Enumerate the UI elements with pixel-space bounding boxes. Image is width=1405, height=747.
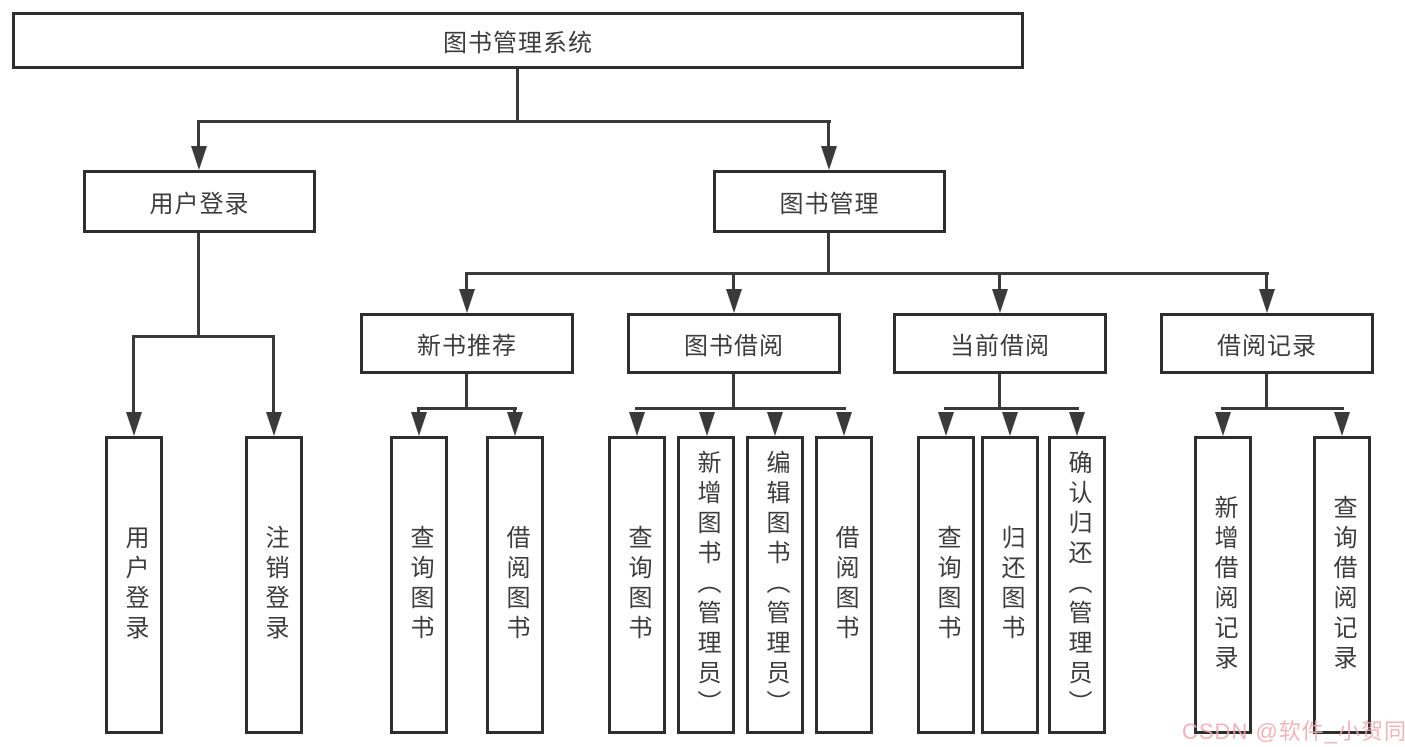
arrowhead-g1-leaf-2 [507, 412, 523, 436]
arrowhead-g2-leaf-4 [836, 412, 852, 436]
arrowhead-g4-leaf-1 [1215, 412, 1231, 436]
node-label: 注销登录 [261, 525, 288, 645]
arrowhead-g3-leaf-3 [1069, 412, 1085, 436]
connector-g2-stem [732, 374, 735, 409]
leaf-borrow-books-1: 借阅图书 [486, 436, 544, 734]
node-label: 当前借阅 [950, 333, 1050, 360]
connector-management-split [465, 272, 1269, 275]
connector-management-stem [827, 233, 830, 274]
leaf-logout: 注销登录 [245, 436, 303, 734]
node-label: 新增借阅记录 [1210, 495, 1237, 675]
connector-g1-leaf-1 [417, 407, 420, 414]
arrowhead-g2-leaf-1 [629, 412, 645, 436]
connector-g1-stem [465, 374, 468, 409]
arrowhead-borrow-records [1259, 289, 1275, 313]
arrowhead-to-management [821, 146, 837, 170]
leaf-query-books-2: 查询图书 [608, 436, 666, 734]
connector-root-stem [516, 68, 519, 123]
node-new-book-recommend: 新书推荐 [360, 313, 574, 374]
arrowhead-g4-leaf-2 [1334, 412, 1350, 436]
connector-login-split [132, 335, 275, 338]
node-label: 用户登录 [149, 191, 250, 218]
node-book-borrowing: 图书借阅 [627, 313, 841, 374]
leaf-borrow-books-2: 借阅图书 [815, 436, 873, 734]
arrowhead-g1-leaf-1 [411, 412, 427, 436]
node-label: 图书借阅 [684, 333, 784, 360]
node-label: 编辑图书（管理员） [762, 450, 789, 720]
connector-g1-split [417, 407, 517, 410]
node-label: 新书推荐 [417, 333, 517, 360]
connector-g4-stem [1265, 374, 1268, 409]
node-label: 查询图书 [624, 525, 651, 645]
node-user-login: 用户登录 [83, 170, 316, 233]
node-label: 借阅图书 [502, 525, 529, 645]
leaf-confirm-return-admin: 确认归还（管理员） [1048, 436, 1106, 734]
arrowhead-g3-leaf-1 [938, 412, 954, 436]
connector-to-current-borrow [998, 272, 1001, 289]
node-label: 图书管理系统 [443, 30, 593, 57]
arrowhead-g2-leaf-2 [699, 412, 715, 436]
node-label: 用户登录 [121, 525, 148, 645]
leaf-query-books-3: 查询图书 [917, 436, 975, 734]
node-label: 借阅图书 [831, 525, 858, 645]
connector-g2-split [635, 407, 846, 410]
arrowhead-g2-leaf-3 [767, 412, 783, 436]
connector-g4-split [1221, 407, 1344, 410]
connector-to-login [197, 120, 200, 148]
connector-g3-split [944, 407, 1079, 410]
node-borrowing-records: 借阅记录 [1160, 313, 1374, 374]
leaf-query-books-1: 查询图书 [390, 436, 448, 734]
connector-to-borrow-records [1265, 272, 1268, 289]
connector-login-stem [197, 233, 200, 337]
leaf-edit-books-admin: 编辑图书（管理员） [746, 436, 804, 734]
leaf-user-login: 用户登录 [105, 436, 163, 734]
leaf-add-borrow-record: 新增借阅记录 [1194, 436, 1252, 734]
node-label: 查询图书 [406, 525, 433, 645]
arrowhead-to-login [191, 146, 207, 170]
connector-g3-stem [998, 374, 1001, 409]
leaf-query-borrow-record: 查询借阅记录 [1313, 436, 1371, 734]
node-label: 新增图书（管理员） [693, 450, 720, 720]
arrowhead-new-books [459, 289, 475, 313]
connector-to-new-books [465, 272, 468, 289]
arrowhead-g3-leaf-2 [1002, 412, 1018, 436]
connector-to-management [827, 120, 830, 148]
leaf-return-books: 归还图书 [981, 436, 1039, 734]
node-label: 归还图书 [997, 525, 1024, 645]
node-label: 查询借阅记录 [1329, 495, 1356, 675]
arrowhead-login-leaf-2 [266, 412, 282, 436]
node-current-borrowing: 当前借阅 [893, 313, 1107, 374]
arrowhead-current-borrow [992, 289, 1008, 313]
arrowhead-book-borrow [726, 289, 742, 313]
csdn-watermark: CSDN @软件_小贺同学 [1182, 719, 1405, 744]
node-label: 确认归还（管理员） [1064, 450, 1091, 720]
node-book-management: 图书管理 [713, 170, 946, 233]
node-label: 查询图书 [933, 525, 960, 645]
leaf-add-books-admin: 新增图书（管理员） [677, 436, 735, 734]
connector-to-login-leaf-1 [132, 335, 135, 412]
node-label: 借阅记录 [1217, 333, 1317, 360]
connector-to-book-borrow [732, 272, 735, 289]
arrowhead-login-leaf-1 [126, 412, 142, 436]
connector-g1-leaf-2 [513, 407, 516, 414]
node-root-library-system: 图书管理系统 [12, 12, 1024, 69]
connector-root-split [197, 120, 831, 123]
connector-to-login-leaf-2 [272, 335, 275, 412]
node-label: 图书管理 [779, 191, 880, 218]
